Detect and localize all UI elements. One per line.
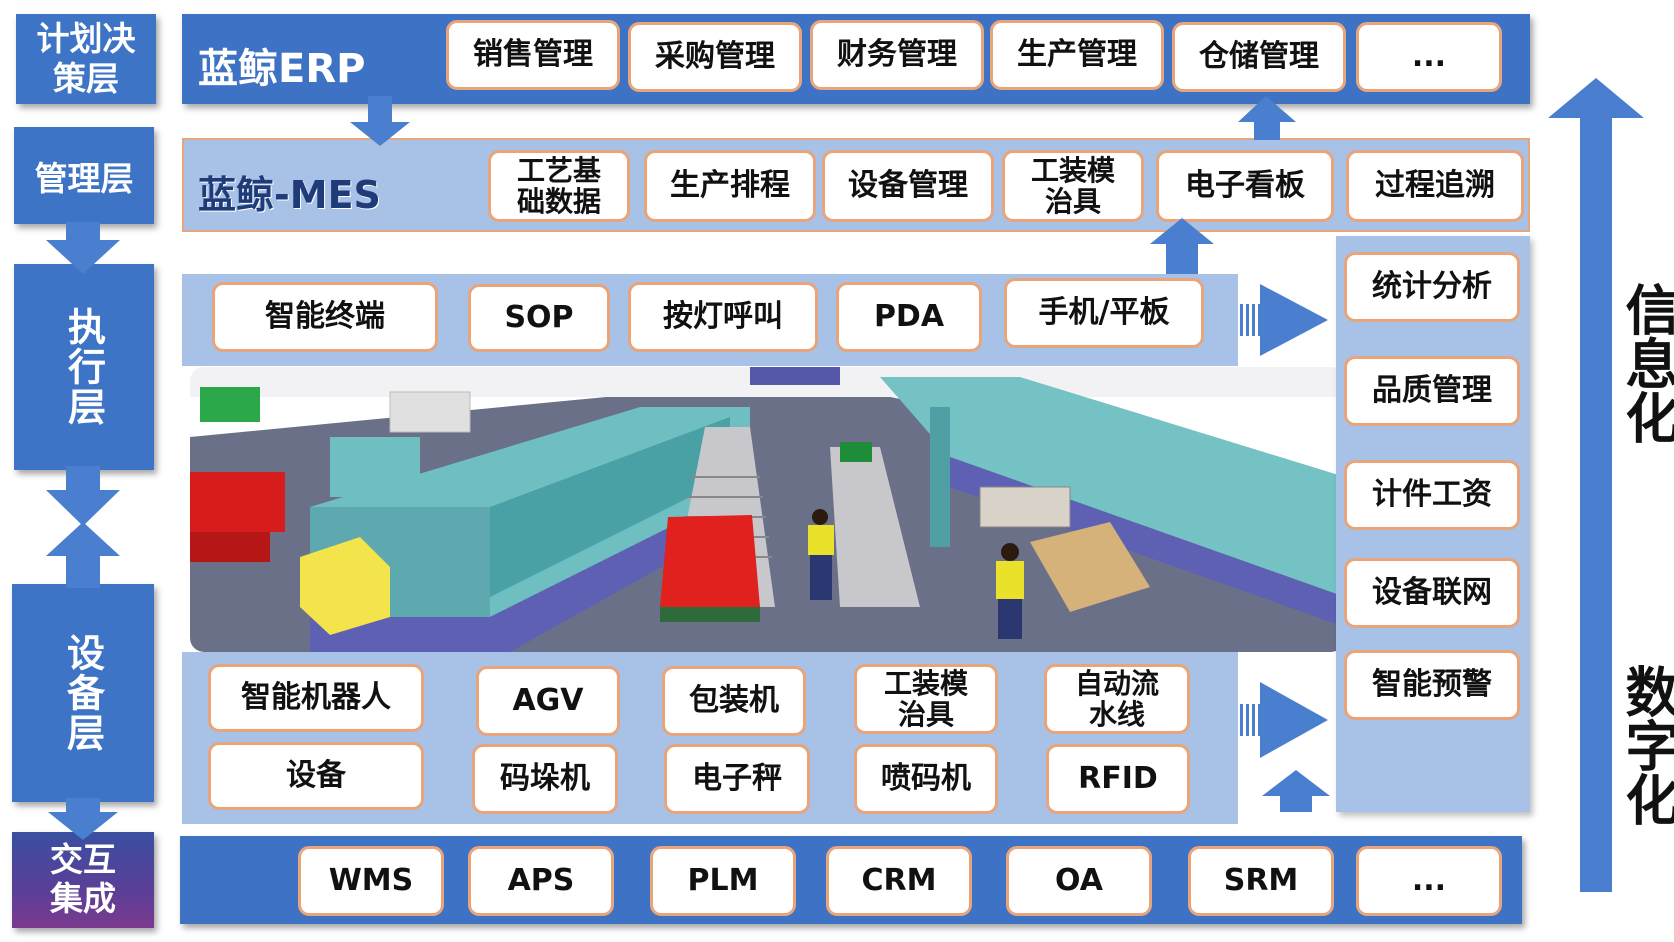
- layer-device: 设备层: [12, 584, 154, 802]
- exec-to-mes-arrow-icon: [1150, 218, 1214, 274]
- mes-module-tooling-label: 工装模治具: [1030, 153, 1115, 218]
- device-packaging-machine[interactable]: 包装机: [662, 666, 806, 736]
- analytics-piece-wage[interactable]: 计件工资: [1344, 460, 1520, 530]
- device-assembly-line[interactable]: 自动流水线: [1044, 664, 1190, 734]
- mes-module-tooling[interactable]: 工装模治具: [1002, 150, 1144, 222]
- device-to-analytics-arrow-icon: [1258, 682, 1328, 758]
- device-tooling-label: 工装模治具: [883, 666, 968, 731]
- mes-module-equipment[interactable]: 设备管理: [822, 150, 994, 222]
- erp-module-warehouse[interactable]: 仓储管理: [1172, 22, 1346, 92]
- device-to-exec-arrow-icon: [46, 522, 120, 588]
- analytics-smart-alert[interactable]: 智能预警: [1344, 650, 1520, 720]
- exec-pda[interactable]: PDA: [836, 282, 982, 352]
- erp-module-finance[interactable]: 财务管理: [810, 20, 984, 90]
- trend-up-arrow-icon: [1548, 78, 1644, 892]
- integration-oa[interactable]: OA: [1006, 846, 1152, 916]
- erp-module-production[interactable]: 生产管理: [990, 20, 1164, 90]
- layer-management-label: 管理层: [34, 158, 134, 198]
- exec-smart-terminal[interactable]: 智能终端: [212, 282, 438, 352]
- device-agv[interactable]: AGV: [476, 666, 620, 736]
- integration-aps[interactable]: APS: [468, 846, 614, 916]
- layer-integration: 交互集成: [12, 832, 154, 928]
- trend-upper-label: 信息化: [1616, 282, 1674, 444]
- layer-device-label: 设备层: [60, 633, 105, 753]
- device-equipment[interactable]: 设备: [208, 742, 424, 810]
- exec-phone-tablet[interactable]: 手机/平板: [1004, 278, 1204, 348]
- layer-integration-label: 交互集成: [50, 840, 116, 918]
- erp-module-more[interactable]: ...: [1356, 22, 1502, 92]
- device-palletizer[interactable]: 码垛机: [472, 744, 618, 814]
- integration-wms[interactable]: WMS: [298, 846, 444, 916]
- mes-to-erp-arrow-icon: [1238, 96, 1296, 140]
- integration-crm[interactable]: CRM: [826, 846, 972, 916]
- device-assembly-line-label: 自动流水线: [1074, 666, 1159, 731]
- layer-execution-label: 执行层: [61, 307, 106, 427]
- trend-lower-label: 数字化: [1616, 664, 1674, 826]
- exec-to-device-arrow-icon: [46, 466, 120, 526]
- analytics-statistics[interactable]: 统计分析: [1344, 252, 1520, 322]
- integration-more[interactable]: ...: [1356, 846, 1502, 916]
- mes-module-traceability[interactable]: 过程追溯: [1346, 150, 1524, 222]
- exec-andon-call[interactable]: 按灯呼叫: [628, 282, 818, 352]
- analytics-device-network[interactable]: 设备联网: [1344, 558, 1520, 628]
- manage-to-exec-arrow-icon: [46, 222, 120, 274]
- integration-srm[interactable]: SRM: [1188, 846, 1334, 916]
- erp-to-mes-arrow-icon: [350, 96, 410, 146]
- exec-to-analytics-arrow-icon: [1258, 284, 1328, 356]
- device-coding-machine[interactable]: 喷码机: [854, 744, 998, 814]
- device-to-integration-arrow-icon: [48, 798, 118, 840]
- erp-module-sales[interactable]: 销售管理: [446, 20, 620, 90]
- integration-plm[interactable]: PLM: [650, 846, 796, 916]
- analytics-quality[interactable]: 品质管理: [1344, 356, 1520, 426]
- layer-plan-decision: 计划决策层: [16, 14, 156, 104]
- integration-to-analytics-arrow-icon: [1262, 770, 1330, 812]
- mes-module-scheduling[interactable]: 生产排程: [644, 150, 816, 222]
- layer-plan-decision-label: 计划决策层: [36, 19, 136, 98]
- erp-module-purchase[interactable]: 采购管理: [628, 22, 802, 92]
- mes-module-process-data-label: 工艺基础数据: [516, 153, 601, 218]
- mes-module-process-data[interactable]: 工艺基础数据: [488, 150, 630, 222]
- device-tooling[interactable]: 工装模治具: [854, 664, 998, 734]
- layer-management: 管理层: [14, 127, 154, 224]
- factory-scene-graphic: [190, 367, 1345, 652]
- exec-sop[interactable]: SOP: [468, 284, 610, 352]
- mes-title: 蓝鲸-MES: [198, 173, 381, 217]
- device-rfid[interactable]: RFID: [1046, 744, 1190, 814]
- mes-module-kanban[interactable]: 电子看板: [1156, 150, 1334, 222]
- layer-execution: 执行层: [14, 264, 154, 470]
- factory-scene-illustration: [190, 367, 1345, 652]
- device-electronic-scale[interactable]: 电子秤: [664, 744, 810, 814]
- device-smart-robot[interactable]: 智能机器人: [208, 664, 424, 732]
- erp-title: 蓝鲸ERP: [198, 46, 366, 92]
